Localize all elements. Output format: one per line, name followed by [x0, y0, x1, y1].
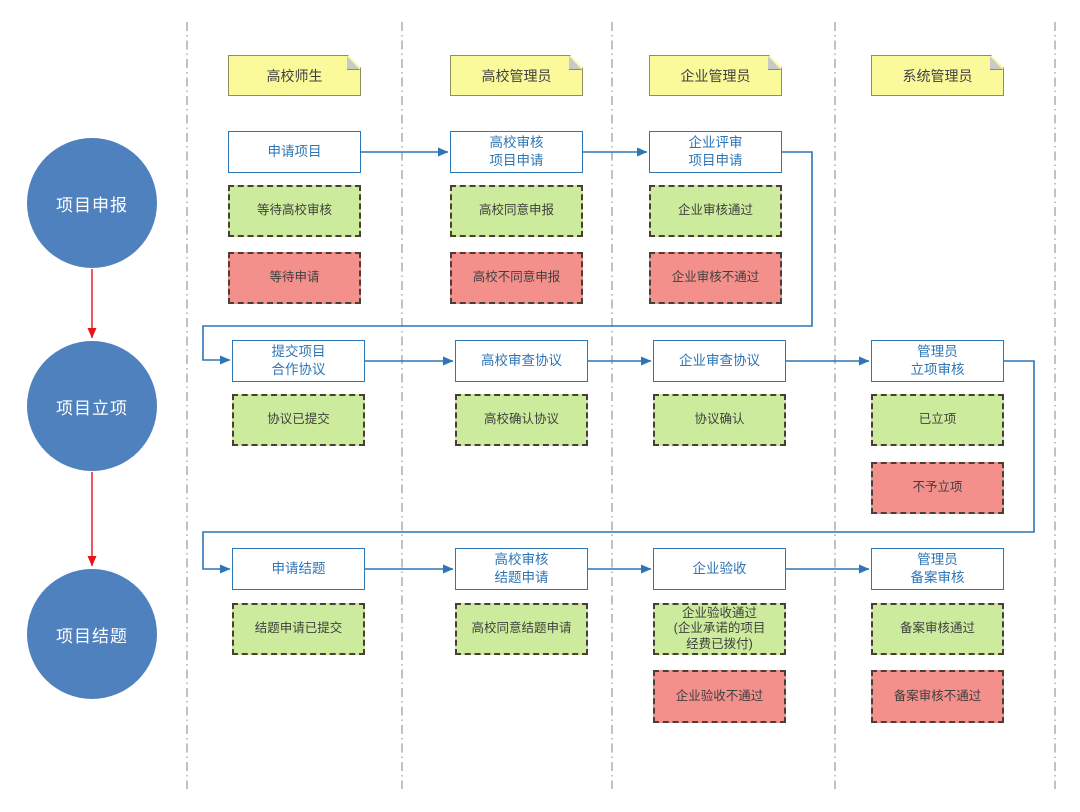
lane-header-label: 企业管理员	[680, 67, 751, 84]
step-label: 企业评审 项目申请	[688, 135, 743, 168]
status-label: 等待高校审核	[256, 203, 332, 218]
status-filing-passed: 备案审核通过	[871, 603, 1004, 655]
status-university-rejected: 高校不同意申报	[450, 252, 583, 304]
flow-connector-phase2-to-phase3	[202, 360, 1035, 574]
status-acceptance-failed: 企业验收不通过	[653, 670, 786, 723]
status-label: 协议已提交	[267, 412, 330, 427]
status-enterprise-approved: 企业审核通过	[649, 185, 782, 237]
step-university-review-conclusion: 高校审核 结题申请	[455, 548, 588, 590]
status-label: 等待申请	[269, 270, 320, 285]
step-label: 提交项目 合作协议	[271, 344, 326, 377]
step-label: 管理员 立项审核	[910, 344, 965, 377]
lane-header-university-admin: 高校管理员	[450, 55, 583, 96]
status-label: 高校同意结题申请	[471, 621, 572, 636]
step-enterprise-review-application: 企业评审 项目申请	[649, 131, 782, 173]
status-agreement-submitted: 协议已提交	[232, 394, 365, 446]
step-apply-project: 申请项目	[228, 131, 361, 173]
status-university-approved: 高校同意申报	[450, 185, 583, 237]
phase-project-application: 项目申报	[27, 138, 157, 268]
lane-header-enterprise-admin: 企业管理员	[649, 55, 782, 96]
step-label: 管理员 备案审核	[910, 552, 965, 585]
step-label: 申请项目	[267, 144, 322, 160]
status-filing-failed: 备案审核不通过	[871, 670, 1004, 723]
lane-header-label: 高校管理员	[481, 67, 552, 84]
status-label: 高校同意申报	[478, 203, 554, 218]
status-label: 结题申请已提交	[254, 621, 343, 636]
status-label: 高校确认协议	[483, 412, 559, 427]
phase-label: 项目结题	[56, 626, 128, 646]
status-agreement-confirmed: 协议确认	[653, 394, 786, 446]
step-university-review-application: 高校审核 项目申请	[450, 131, 583, 173]
step-label: 高校审核 结题申请	[494, 552, 549, 585]
lane-header-label: 系统管理员	[902, 67, 973, 84]
status-acceptance-passed: 企业验收通过 (企业承诺的项目 经费已拨付)	[653, 603, 786, 655]
status-label: 备案审核不通过	[893, 688, 982, 703]
status-label: 高校不同意申报	[472, 270, 561, 285]
status-label: 协议确认	[694, 412, 745, 427]
step-university-review-agreement: 高校审查协议	[455, 340, 588, 382]
step-admin-approval-review: 管理员 立项审核	[871, 340, 1004, 382]
flow-connector-phase1-to-phase2	[202, 151, 813, 365]
status-label: 企业验收不通过	[675, 688, 764, 703]
step-submit-cooperation-agreement: 提交项目 合作协议	[232, 340, 365, 382]
status-conclusion-submitted: 结题申请已提交	[232, 603, 365, 655]
status-university-confirmed-agreement: 高校确认协议	[455, 394, 588, 446]
status-waiting-application: 等待申请	[228, 252, 361, 304]
status-enterprise-rejected: 企业审核不通过	[649, 252, 782, 304]
status-waiting-university-review: 等待高校审核	[228, 185, 361, 237]
phase-label: 项目立项	[56, 398, 128, 418]
status-label: 备案审核通过	[899, 621, 975, 636]
step-label: 申请结题	[271, 561, 326, 577]
status-label: 企业审核不通过	[671, 270, 760, 285]
step-label: 高校审核 项目申请	[489, 135, 544, 168]
status-project-approved: 已立项	[871, 394, 1004, 446]
status-label: 企业审核通过	[677, 203, 753, 218]
status-label: 不予立项	[912, 480, 963, 495]
step-label: 企业验收	[692, 561, 747, 577]
lane-header-university-staff: 高校师生	[228, 55, 361, 96]
phase-label: 项目申报	[56, 195, 128, 215]
status-label: 已立项	[918, 412, 957, 427]
status-university-agreed-conclusion: 高校同意结题申请	[455, 603, 588, 655]
step-label: 企业审查协议	[679, 353, 760, 369]
step-enterprise-review-agreement: 企业审查协议	[653, 340, 786, 382]
step-admin-filing-review: 管理员 备案审核	[871, 548, 1004, 590]
step-label: 高校审查协议	[481, 353, 562, 369]
phase-project-conclusion: 项目结题	[27, 569, 157, 699]
step-enterprise-acceptance: 企业验收	[653, 548, 786, 590]
phase-project-approval: 项目立项	[27, 341, 157, 471]
lane-header-system-admin: 系统管理员	[871, 55, 1004, 96]
lane-header-label: 高校师生	[266, 67, 323, 84]
status-label: 企业验收通过 (企业承诺的项目 经费已拨付)	[673, 606, 766, 651]
step-apply-conclusion: 申请结题	[232, 548, 365, 590]
status-project-not-approved: 不予立项	[871, 462, 1004, 514]
